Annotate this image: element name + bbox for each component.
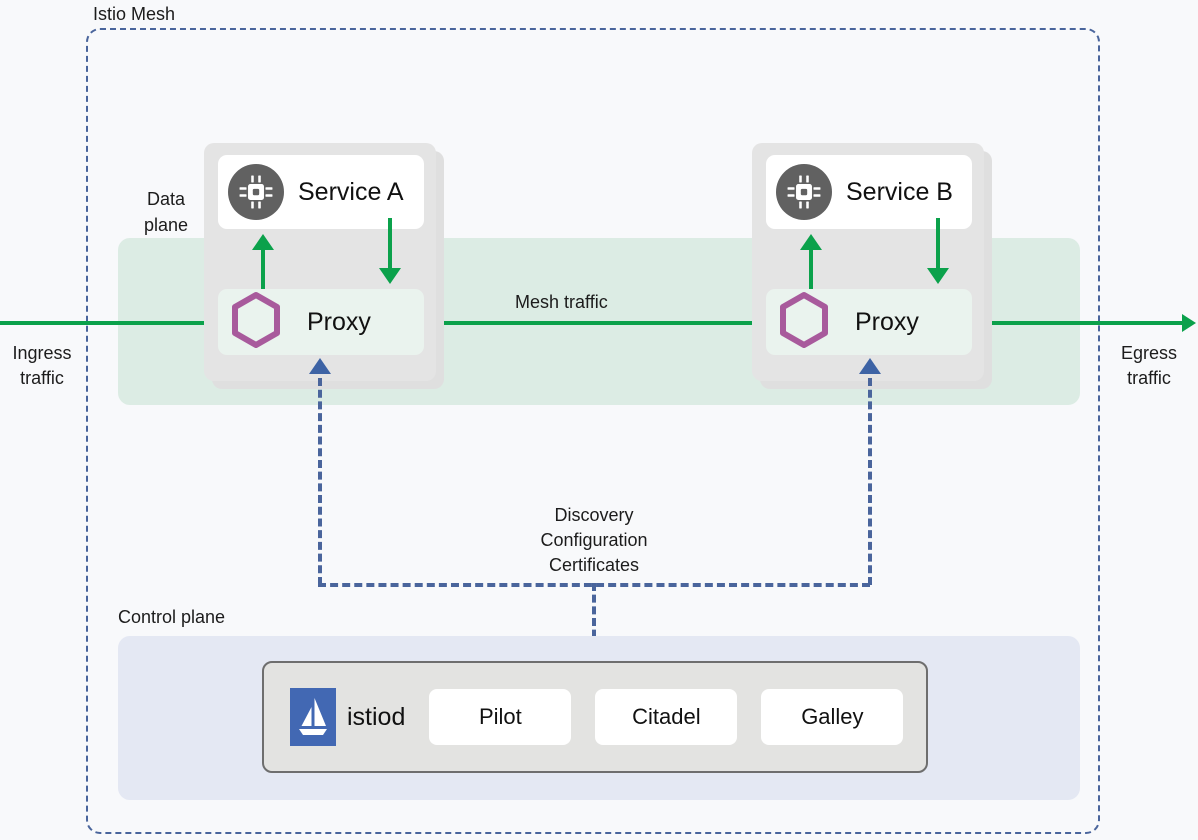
proxy-a-label: Proxy <box>307 307 371 336</box>
data-plane-label: Data plane <box>120 186 212 238</box>
config-arrow-proxy-b <box>859 358 881 374</box>
egress-label-line1: Egress <box>1120 343 1178 363</box>
egress-traffic-label: Egress traffic <box>1106 341 1192 391</box>
data-plane-label-line1: Data <box>146 189 186 209</box>
config-line-to-proxy-a <box>318 378 322 585</box>
discovery-configuration-certificates-label: Discovery Configuration Certificates <box>494 503 694 578</box>
istio-sailboat-logo <box>290 688 336 746</box>
istiod-container: istiod Pilot Citadel Galley <box>262 661 928 773</box>
data-plane-label-line2: plane <box>143 215 189 235</box>
istiod-label: istiod <box>347 702 406 731</box>
istio-mesh-boundary <box>86 28 1100 834</box>
component-galley[interactable]: Galley <box>761 689 904 745</box>
discovery-line-1: Discovery <box>554 505 634 525</box>
proxy-a-card[interactable]: Proxy <box>218 289 424 355</box>
component-galley-label: Galley <box>801 704 864 729</box>
proxy-b-label: Proxy <box>855 307 919 336</box>
pod-service-a: Service A Proxy <box>204 143 444 389</box>
ingress-label-line2: traffic <box>20 368 64 388</box>
service-b-label: Service B <box>846 177 953 206</box>
component-citadel-label: Citadel <box>632 704 701 729</box>
service-b-card[interactable]: Service B <box>766 155 972 229</box>
control-plane-label: Control plane <box>118 607 226 627</box>
ingress-traffic-line <box>0 321 214 325</box>
mesh-traffic-label: Mesh traffic <box>515 292 608 312</box>
proxy-b-card[interactable]: Proxy <box>766 289 972 355</box>
egress-arrow-head <box>1182 314 1196 332</box>
config-line-to-proxy-b <box>868 378 872 585</box>
service-a-card[interactable]: Service A <box>218 155 424 229</box>
discovery-line-3: Certificates <box>548 555 640 575</box>
discovery-line-2: Configuration <box>540 530 648 550</box>
pod-service-b: Service B Proxy <box>752 143 992 389</box>
mesh-traffic-line <box>424 321 756 325</box>
egress-label-line2: traffic <box>1127 368 1171 388</box>
config-arrow-proxy-a <box>309 358 331 374</box>
service-a-label: Service A <box>298 177 404 206</box>
egress-traffic-line <box>972 321 1184 325</box>
cpu-chip-icon <box>228 164 284 220</box>
cpu-chip-icon <box>776 164 832 220</box>
envoy-hexagon-icon <box>230 291 282 354</box>
istio-mesh-label: Istio Mesh <box>86 3 183 25</box>
ingress-label-line1: Ingress <box>12 343 72 363</box>
component-citadel[interactable]: Citadel <box>595 689 738 745</box>
component-pilot-label: Pilot <box>478 704 522 729</box>
config-line-from-istiod <box>592 583 596 661</box>
ingress-traffic-label: Ingress traffic <box>2 341 82 391</box>
envoy-hexagon-icon <box>778 291 830 354</box>
component-pilot[interactable]: Pilot <box>429 689 572 745</box>
